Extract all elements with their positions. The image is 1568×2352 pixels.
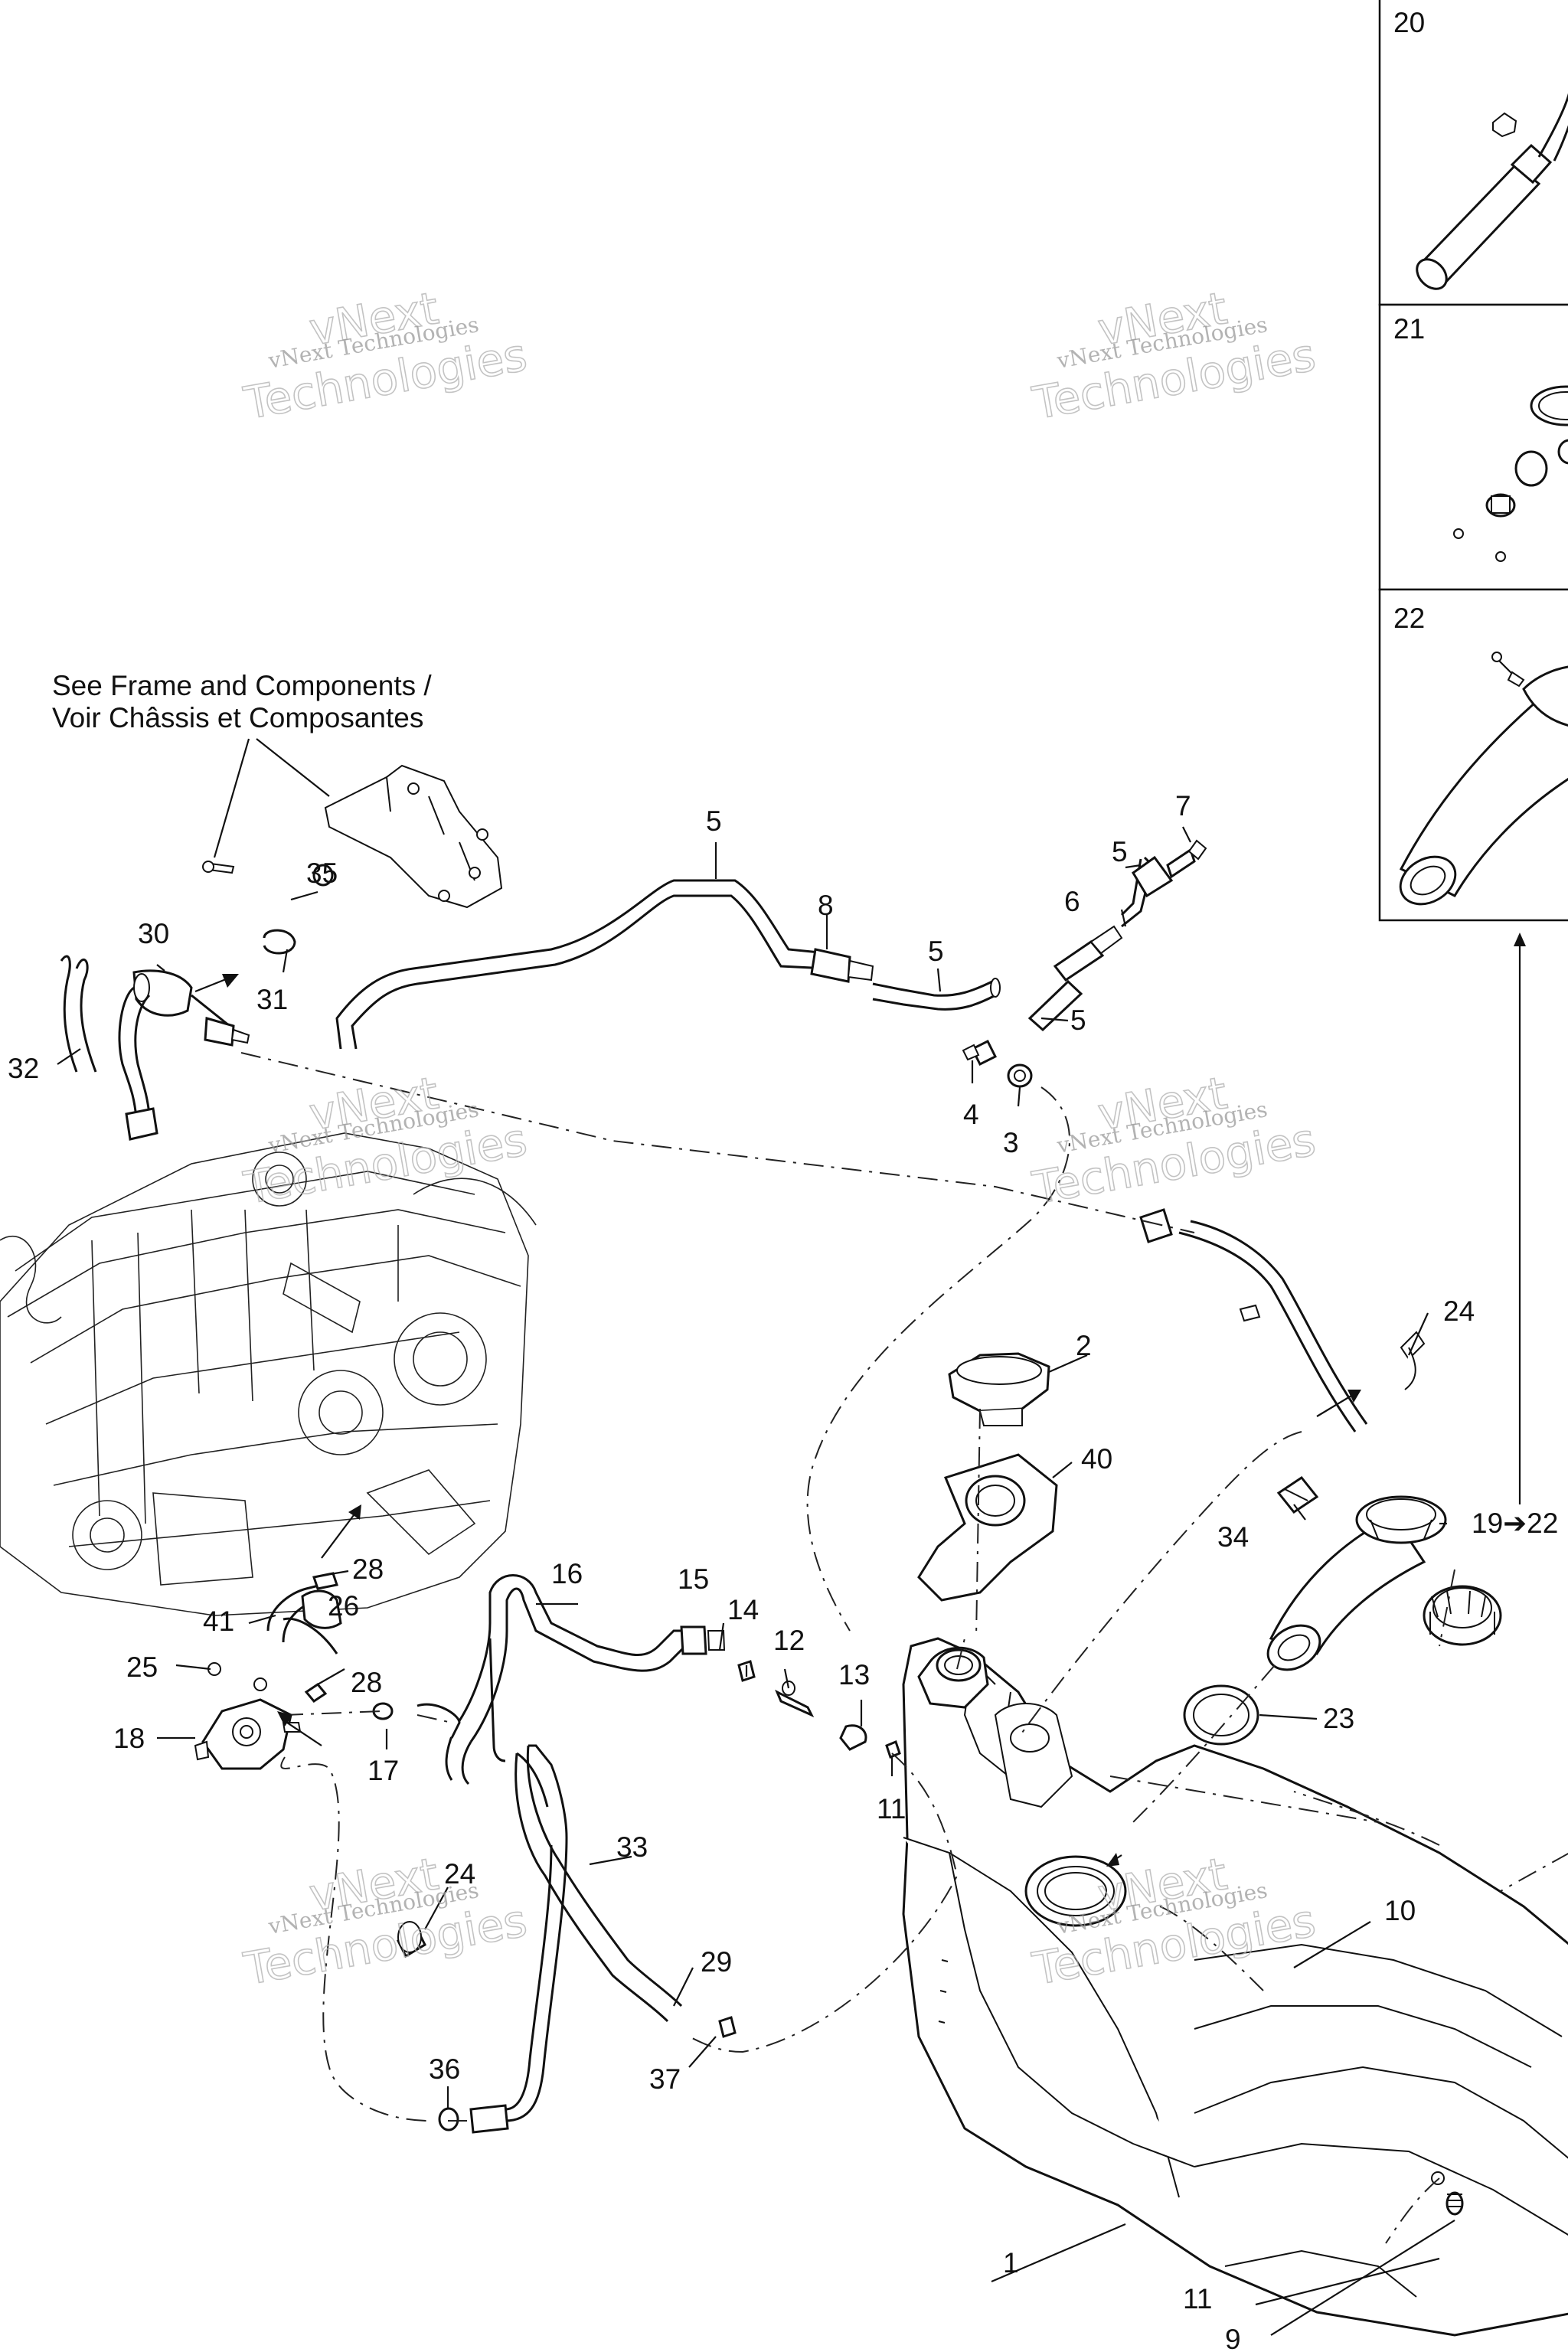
callout-37: 37 xyxy=(649,2063,681,2095)
callout-16: 16 xyxy=(551,1558,583,1589)
fuel-cap-illustration xyxy=(948,1352,1050,1426)
callout-35: 35 xyxy=(306,858,338,889)
callout-30: 30 xyxy=(138,918,169,949)
callout-14: 14 xyxy=(727,1594,759,1625)
callout-20: 20 xyxy=(1393,7,1425,38)
callout-36: 36 xyxy=(429,2053,460,2085)
callout-34: 34 xyxy=(1217,1521,1249,1553)
callout-19-to-22: 19➔22 xyxy=(1472,1508,1558,1539)
callout-5-top: 5 xyxy=(706,805,722,837)
fuel-pump-illustration xyxy=(1416,93,1568,290)
inset-panels xyxy=(1378,0,1568,922)
callout-9: 9 xyxy=(1225,2324,1241,2352)
callout-labels: 20 21 22 35 30 31 32 5 8 5 6 5 7 5 4 3 2… xyxy=(8,7,1558,2352)
note-line-1: See Frame and Components / xyxy=(52,670,432,701)
frame-bracket-illustration xyxy=(324,764,503,909)
valve-18-illustration xyxy=(194,1662,302,1770)
callout-28-top: 28 xyxy=(352,1553,384,1585)
callout-18: 18 xyxy=(113,1723,145,1754)
callout-5-middle: 5 xyxy=(928,936,944,967)
callout-4: 4 xyxy=(963,1099,979,1130)
callout-8: 8 xyxy=(818,890,834,921)
watermarks: vNext vNext Technologies Technologies vN… xyxy=(240,281,1320,1995)
callout-7: 7 xyxy=(1175,790,1191,822)
callout-13: 13 xyxy=(838,1659,870,1690)
callout-32: 32 xyxy=(8,1053,39,1084)
engine-illustration xyxy=(0,1132,537,1616)
lower-hoses xyxy=(266,1572,901,2134)
callout-28-bottom: 28 xyxy=(351,1667,382,1698)
callout-31: 31 xyxy=(256,984,288,1015)
callout-5-lower: 5 xyxy=(1070,1004,1086,1036)
callout-40: 40 xyxy=(1081,1443,1112,1475)
callout-5-right: 5 xyxy=(1112,836,1128,867)
fittings-3-4 xyxy=(962,1039,1033,1088)
callout-10: 10 xyxy=(1384,1895,1416,1926)
callout-24-top: 24 xyxy=(1443,1295,1475,1327)
seal-kit-illustration xyxy=(1453,385,1568,562)
callout-11-upper: 11 xyxy=(877,1793,906,1824)
callout-11-lower: 11 xyxy=(1183,2283,1212,2314)
callout-15: 15 xyxy=(678,1563,709,1595)
callout-6: 6 xyxy=(1064,886,1080,917)
callout-41: 41 xyxy=(203,1606,234,1637)
callout-2: 2 xyxy=(1076,1330,1092,1361)
callout-12: 12 xyxy=(773,1625,805,1656)
routing-lines xyxy=(240,1052,1568,2244)
fuel-line-5 xyxy=(335,839,1207,1050)
callout-21: 21 xyxy=(1393,313,1425,345)
callout-24-bottom: 24 xyxy=(444,1858,475,1890)
callout-25: 25 xyxy=(126,1651,158,1683)
return-line-parts xyxy=(60,861,334,1141)
callout-26: 26 xyxy=(328,1590,359,1622)
bracket-40-illustration xyxy=(917,1453,1058,1602)
callout-23: 23 xyxy=(1323,1703,1354,1734)
callout-29: 29 xyxy=(701,1946,732,1978)
leader-lines xyxy=(57,738,1526,2336)
fuel-tank-illustration xyxy=(902,1637,1568,2337)
pump-module-illustration xyxy=(1139,1208,1502,1746)
sleeve-illustration xyxy=(1399,652,1568,906)
inset-box-21 xyxy=(1378,303,1568,591)
callout-1: 1 xyxy=(1003,2247,1019,2278)
callout-17: 17 xyxy=(368,1755,399,1786)
callout-33: 33 xyxy=(616,1831,648,1863)
callout-22: 22 xyxy=(1393,603,1425,634)
callout-3: 3 xyxy=(1003,1127,1019,1158)
note-line-2: Voir Châssis et Composantes xyxy=(52,702,423,733)
